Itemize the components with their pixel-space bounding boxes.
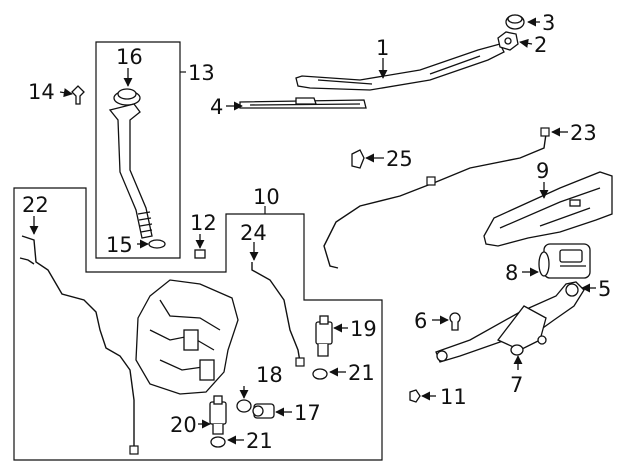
level-sensor-17 [252,403,275,419]
arrow-2 [519,38,533,48]
group-box-13 [95,41,181,259]
callout-arrows [29,17,596,445]
washer-hose-24 [251,262,301,363]
callout-24: 24 [240,221,267,245]
washer-hose-23 [323,133,547,269]
grommet-21-upper [312,368,328,380]
hose-22-end [129,445,139,455]
callout-8: 8 [505,261,518,285]
hose-23-connector [540,127,550,137]
washer-pump-20 [209,395,227,435]
clip-12 [194,249,206,259]
wiper-linkage [435,281,585,363]
callout-4: 4 [210,95,223,119]
callout-20: 20 [170,413,197,437]
arrow-14 [59,88,73,98]
callout-13: 13 [188,61,215,85]
callout-labels: 1 2 3 4 5 6 7 8 9 10 11 12 13 14 15 16 1… [22,11,611,453]
washer-pump-19 [315,315,333,357]
clip-14 [71,85,85,105]
wiper-motor [538,243,591,279]
grommet-7 [510,344,524,356]
callout-6: 6 [414,309,427,333]
callout-21-upper: 21 [348,361,375,385]
callout-14: 14 [28,80,55,104]
callout-10: 10 [253,185,280,209]
callout-9: 9 [536,159,549,183]
callout-11: 11 [440,385,467,409]
arm-cap [505,14,525,30]
callout-3: 3 [542,11,555,35]
group-box-10 [13,187,383,461]
callout-2: 2 [534,33,547,57]
seal-18 [236,399,252,413]
washer-hose-22 [21,235,135,450]
callout-22: 22 [22,193,49,217]
wiper-arm [295,43,505,91]
hose-23-joint [426,176,436,186]
callout-18: 18 [256,363,283,387]
callout-17: 17 [294,401,321,425]
callout-12: 12 [190,211,217,235]
washer-hose-22-branch [19,257,35,265]
filler-cap [113,88,141,106]
callout-15: 15 [106,233,133,257]
hose-24-end [295,357,305,367]
bolt-6 [449,312,461,331]
callout-7: 7 [510,373,523,397]
cowl-cover [483,171,613,247]
callout-1: 1 [376,36,389,60]
callout-23: 23 [570,121,597,145]
nut-11 [409,389,421,403]
callout-25: 25 [386,147,413,171]
grommet-21-lower [210,436,226,448]
callout-16: 16 [116,45,143,69]
seal-15 [148,239,166,249]
callout-21-lower: 21 [246,429,273,453]
callout-19: 19 [350,317,377,341]
filler-neck [108,103,153,239]
washer-reservoir [135,279,239,395]
wiper-blade [239,97,367,109]
callout-5: 5 [598,277,611,301]
arm-nut [497,31,519,51]
clip-25 [351,149,365,169]
